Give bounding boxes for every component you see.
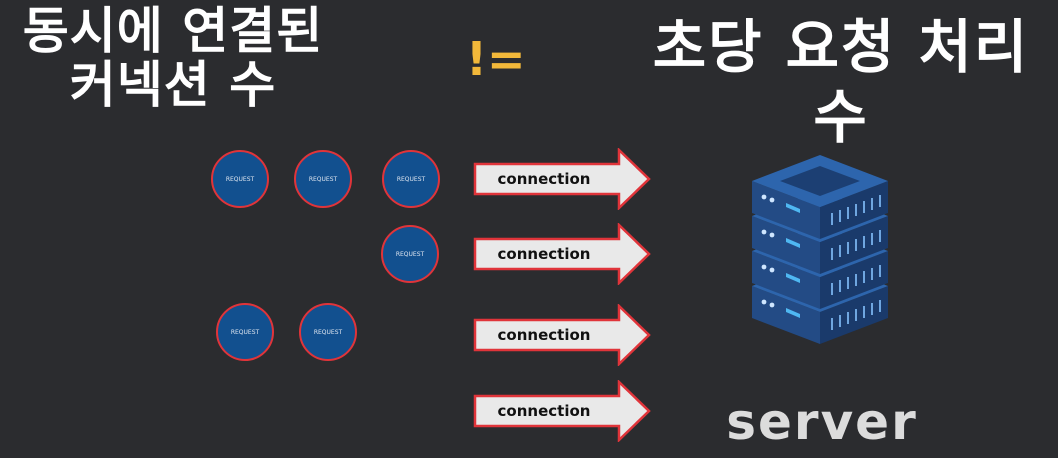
request-circle: REQUEST (381, 225, 439, 283)
arrow-shape-icon (473, 223, 651, 285)
arrow-shape-icon (473, 380, 651, 442)
connection-label: connection (497, 170, 591, 188)
server-label: server (726, 393, 918, 451)
title-left-line2: 커넥션 수 (69, 56, 277, 114)
connection-label: connection (497, 245, 591, 263)
arrow-shape-icon (473, 304, 651, 366)
request-circle: REQUEST (216, 303, 274, 361)
title-left-line1: 동시에 연결된 (22, 2, 324, 60)
connection-label: connection (497, 326, 591, 344)
connection-arrow: connection (473, 148, 653, 210)
not-equal-operator: != (466, 32, 526, 86)
request-circle: REQUEST (382, 150, 440, 208)
title-concurrent-connections: 동시에 연결된 커넥션 수 (8, 4, 338, 112)
connection-arrow: connection (473, 223, 653, 285)
connection-arrow: connection (473, 380, 653, 442)
request-circle: REQUEST (294, 150, 352, 208)
title-requests-per-second: 초당 요청 처리 수 (652, 13, 1030, 151)
request-circle: REQUEST (299, 303, 357, 361)
connection-arrow: connection (473, 304, 653, 366)
connection-label: connection (497, 402, 591, 420)
server-icon (740, 140, 900, 345)
arrow-shape-icon (473, 148, 651, 210)
request-circle: REQUEST (211, 150, 269, 208)
